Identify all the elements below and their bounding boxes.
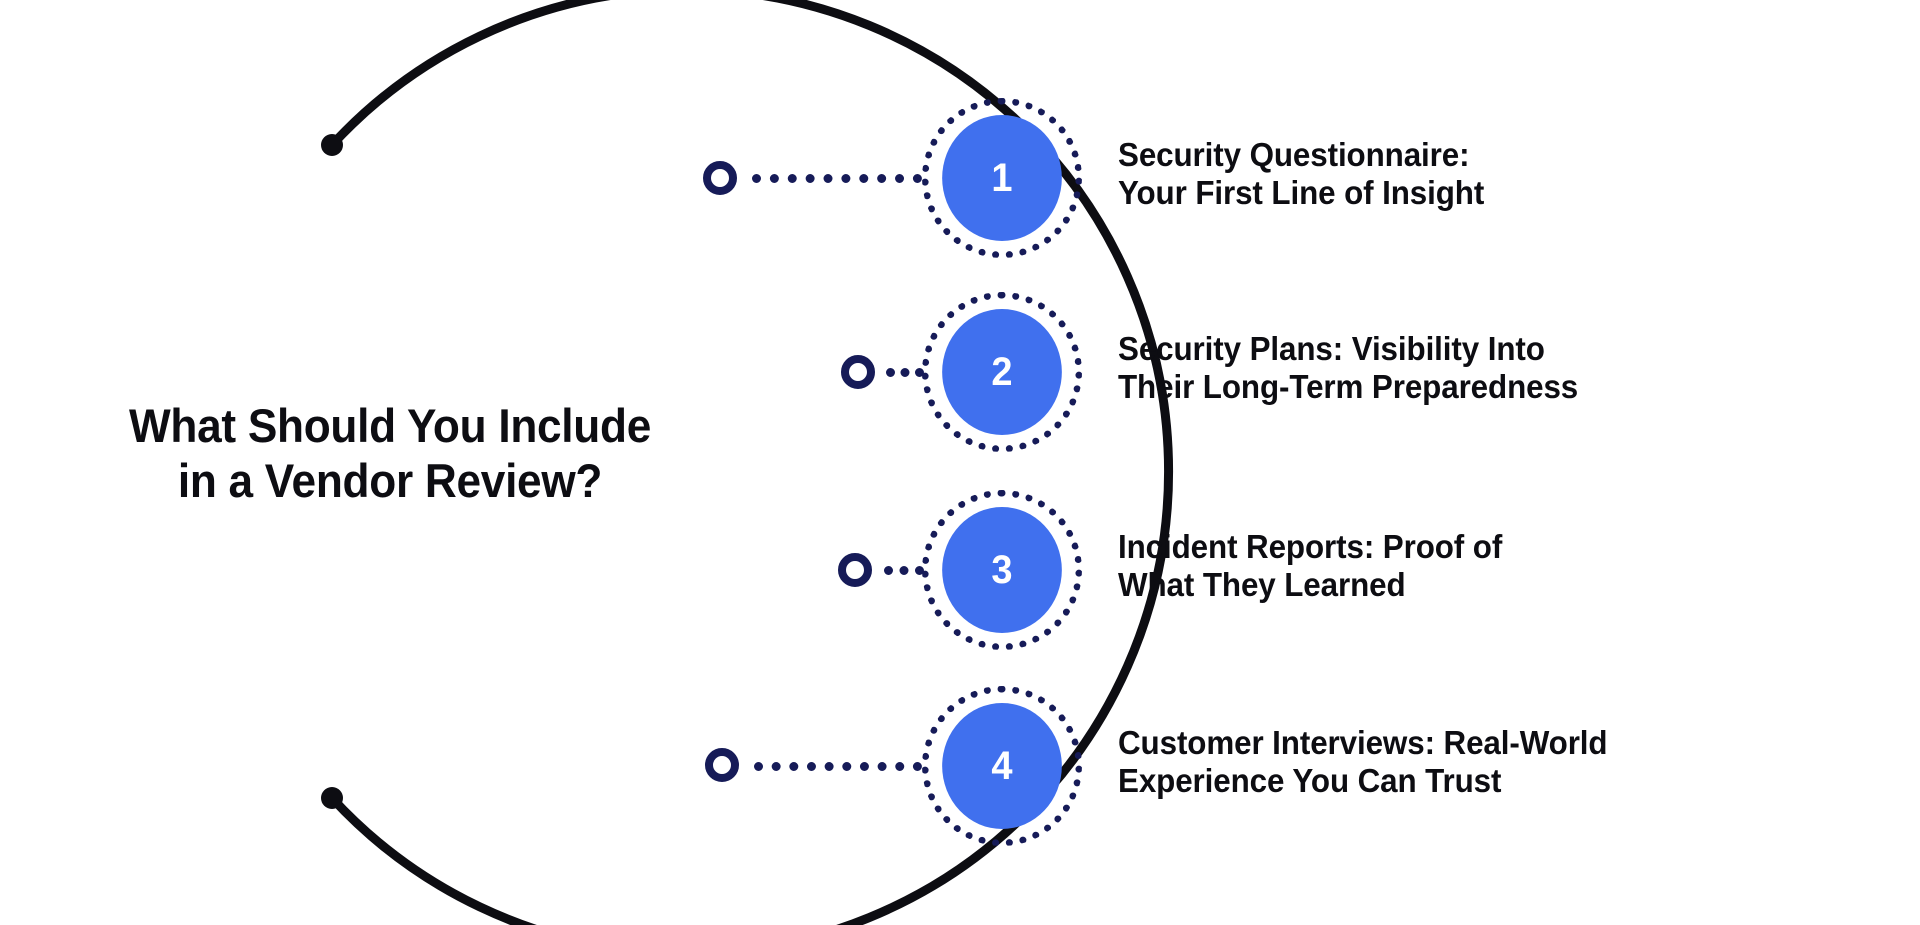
connector-dotted-line-4 <box>754 762 922 771</box>
connector-dotted-line-3 <box>884 566 924 575</box>
step-badge-2[interactable]: 2 <box>942 309 1062 435</box>
step-badge-1[interactable]: 1 <box>942 115 1062 241</box>
arc-marker-4 <box>705 748 739 782</box>
badge-dotted-ring-3 <box>922 490 1082 650</box>
arc-marker-group <box>703 161 875 782</box>
arc-marker-3 <box>838 553 872 587</box>
badge-dotted-ring-1 <box>922 98 1082 258</box>
item-label-4: Customer Interviews: Real-World Experien… <box>1118 724 1608 800</box>
step-badge-3[interactable]: 3 <box>942 507 1062 633</box>
connector-dotted-line-1 <box>752 174 922 183</box>
page-title: What Should You Include in a Vendor Revi… <box>128 399 652 508</box>
step-badge-4[interactable]: 4 <box>942 703 1062 829</box>
item-label-3: Incident Reports: Proof of What They Lea… <box>1118 528 1503 604</box>
arc-marker-2 <box>841 355 875 389</box>
arc-endpoint-bottom-dot <box>321 787 343 809</box>
arc-marker-1 <box>703 161 737 195</box>
arc-endpoint-top-dot <box>321 134 343 156</box>
badge-dotted-ring-4 <box>922 686 1082 846</box>
item-label-1: Security Questionnaire: Your First Line … <box>1118 136 1485 212</box>
item-label-2: Security Plans: Visibility Into Their Lo… <box>1118 330 1579 406</box>
badge-dotted-ring-2 <box>922 292 1082 452</box>
connector-dotted-line-2 <box>886 368 924 377</box>
